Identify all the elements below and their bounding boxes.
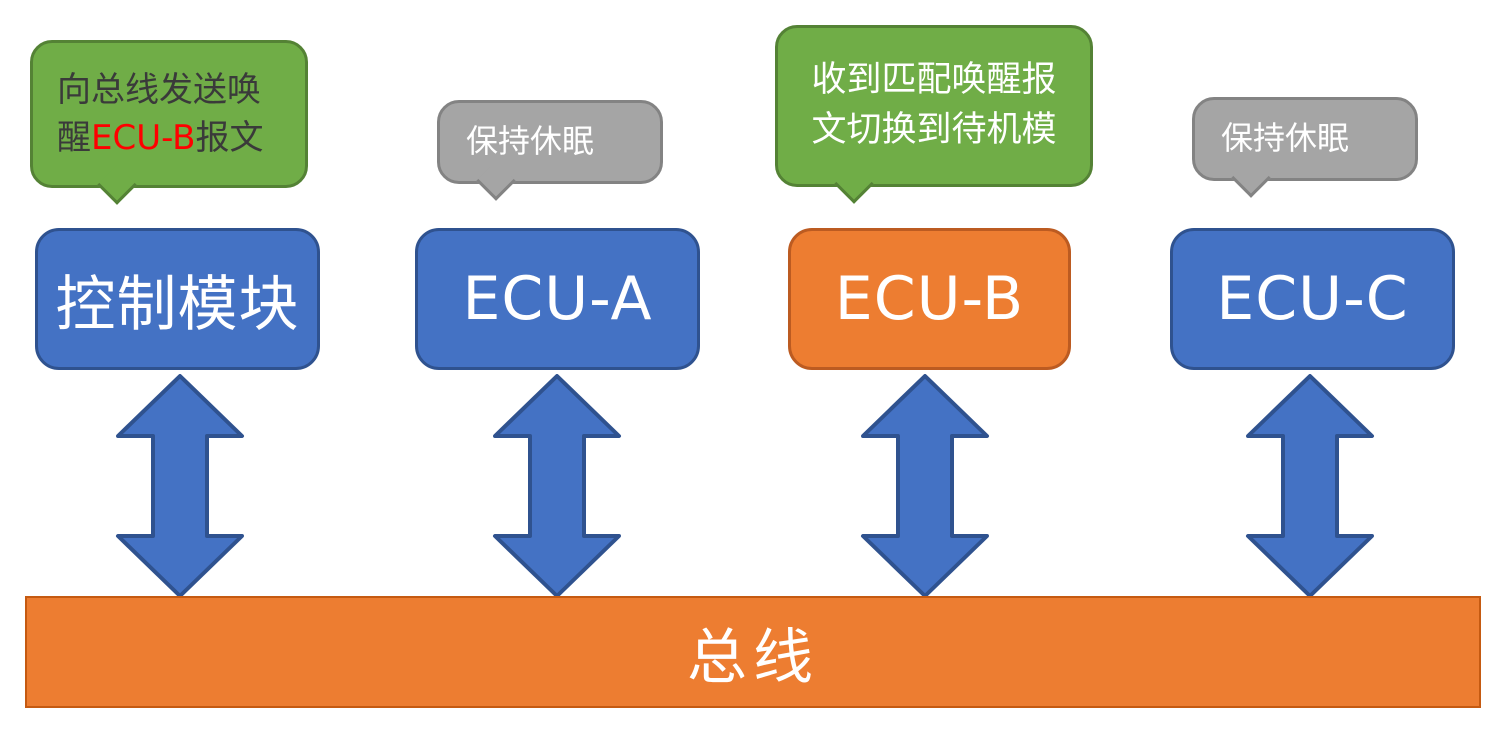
- double-arrow-icon: [115, 374, 245, 598]
- node-ecu-b: ECU-B: [788, 228, 1071, 370]
- node-ecu-b-label: ECU-B: [834, 264, 1025, 334]
- bus-bar: 总线: [25, 596, 1481, 708]
- node-ecu-a-label: ECU-A: [462, 264, 653, 334]
- callout-ecu-a-sleep-text: 保持休眠: [466, 122, 595, 161]
- node-ecu-c: ECU-C: [1170, 228, 1455, 370]
- callout-ecu-b-wake-text: 收到匹配唤醒报文切换到待机模: [811, 60, 1057, 150]
- callout-ecu-b-wake: 收到匹配唤醒报文切换到待机模: [775, 25, 1093, 204]
- double-arrow-icon: [1245, 374, 1375, 598]
- double-arrow-icon: [860, 374, 990, 598]
- node-ecu-a: ECU-A: [415, 228, 700, 370]
- double-arrow-icon: [492, 374, 622, 598]
- callout-send-wakeup-text: 向总线发送唤醒ECU-B报文: [33, 56, 305, 173]
- callout-text-before: 向总线发送唤醒: [57, 69, 261, 158]
- bus-label: 总线: [687, 622, 819, 693]
- callout-text-highlight: ECU-B: [91, 118, 196, 158]
- node-control-module-label: 控制模块: [55, 269, 300, 340]
- callout-ecu-c-sleep-text: 保持休眠: [1221, 119, 1350, 158]
- callout-send-wakeup: 向总线发送唤醒ECU-B报文: [30, 40, 308, 205]
- speech-bubble-tail: [834, 164, 874, 204]
- node-control-module: 控制模块: [35, 228, 320, 370]
- callout-ecu-c-sleep: 保持休眠: [1192, 97, 1418, 198]
- callout-ecu-a-sleep: 保持休眠: [437, 100, 663, 201]
- callout-text-after: 报文: [195, 118, 264, 158]
- node-ecu-c-label: ECU-C: [1216, 264, 1409, 334]
